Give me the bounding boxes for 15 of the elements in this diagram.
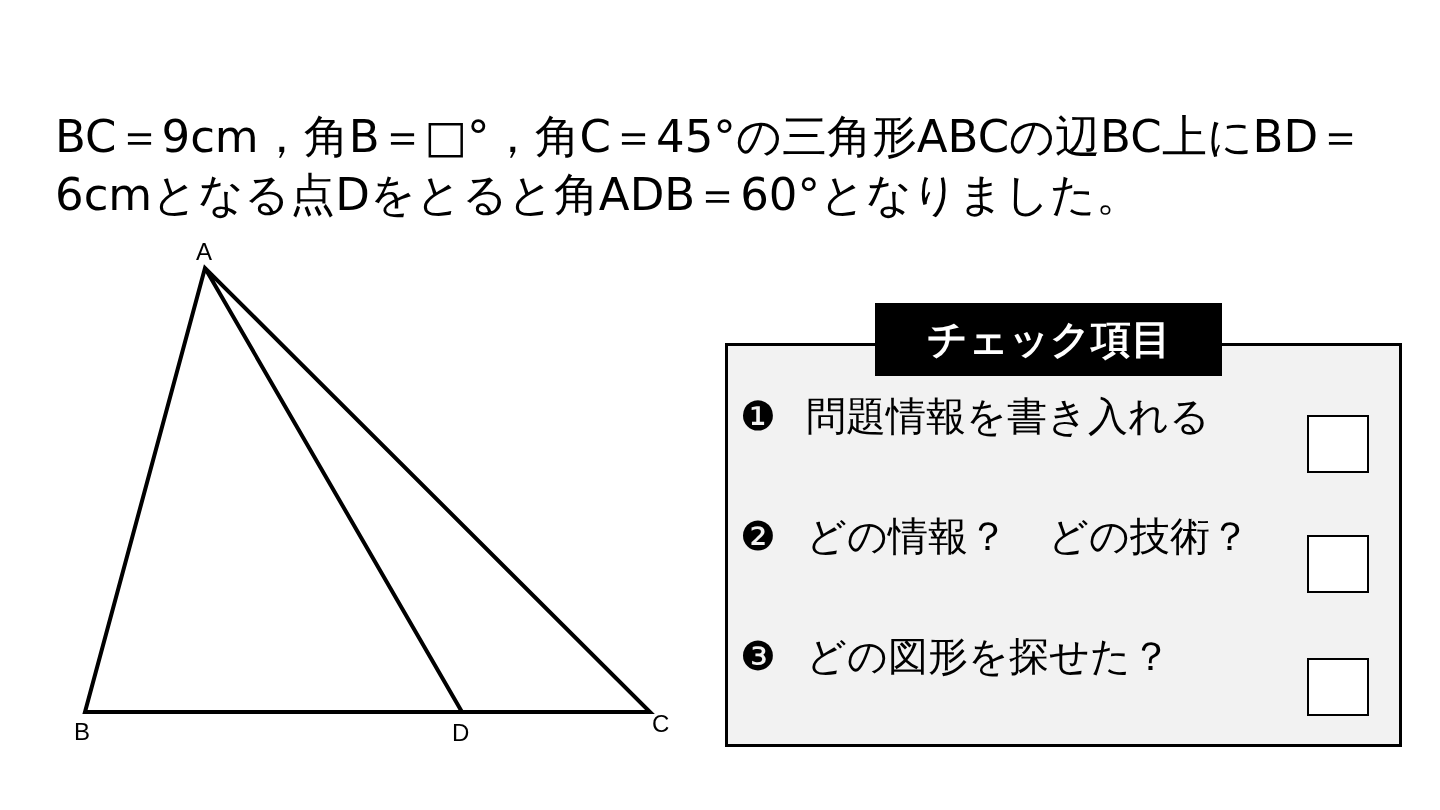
vertex-label: C bbox=[652, 712, 670, 736]
checklist-item: どの図形を探せた？ bbox=[806, 632, 1171, 681]
checkbox bbox=[1307, 535, 1369, 593]
checkbox bbox=[1307, 415, 1369, 473]
circled-number: ❶ bbox=[740, 392, 776, 441]
checkbox bbox=[1307, 658, 1369, 716]
vertex-label: A bbox=[196, 240, 212, 264]
checklist-item: 問題情報を書き入れる bbox=[806, 392, 1210, 441]
checklist-item: どの情報？ どの技術？ bbox=[806, 512, 1250, 561]
circled-number: ❸ bbox=[740, 632, 776, 681]
circled-number: ❷ bbox=[740, 512, 776, 561]
panel-heading: チェック項目 bbox=[875, 303, 1222, 376]
problem-text: BC＝9cm，角B＝□°，角C＝45°の三角形ABCの辺BC上にBD＝6cmとなる点Dをとると角ADB＝60°となりました。 bbox=[55, 109, 1365, 223]
vertex-label: D bbox=[452, 721, 470, 745]
vertex-label: B bbox=[74, 720, 90, 744]
